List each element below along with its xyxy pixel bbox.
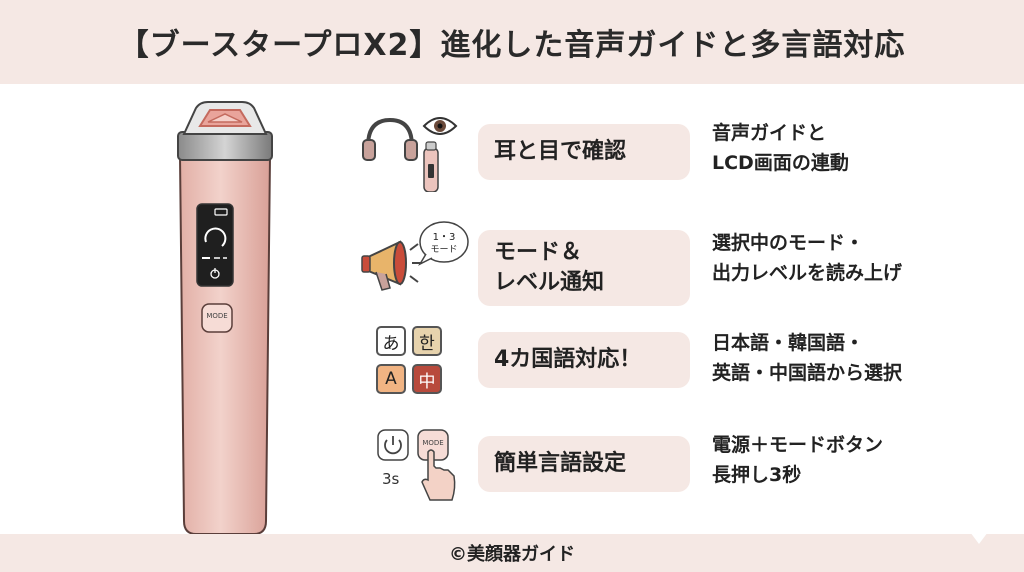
feature-description-line: 出力レベルを読み上げ	[712, 262, 903, 285]
feature-description: 電源＋モードボタン 長押し3秒	[712, 430, 883, 491]
device-mode-button-label: MODE	[206, 312, 228, 320]
feature-heading-pill: 簡単言語設定	[478, 436, 690, 492]
feature-row-listen-see: 耳と目で確認 音声ガイドと LCD画面の連動	[360, 112, 1000, 193]
footer-credit: ©美顔器ガイド	[449, 544, 575, 565]
footer-notch	[970, 532, 988, 544]
feature-description-line: 日本語・韓国語・	[712, 332, 865, 354]
feature-heading: レベル通知	[494, 270, 605, 295]
feature-row-language-setting: MODE 3s 簡単言語設定 電源＋モードボタン 長押し3秒	[360, 428, 1000, 508]
feature-description: 選択中のモード・ 出力レベルを読み上げ	[712, 228, 902, 289]
language-chip-english: A	[376, 364, 406, 394]
feature-heading: モード＆	[494, 240, 583, 266]
feature-description-line: 選択中のモード・	[712, 232, 865, 254]
feature-description-line: 電源＋モードボタン	[712, 434, 884, 456]
feature-row-mode-level: 1・3 モード モード＆ レベル通知 選択中のモード・ 出力レベルを読み上げ	[360, 218, 1000, 306]
headphones-eye-icon	[360, 112, 470, 193]
feature-description-line: LCD画面の連動	[712, 152, 849, 175]
mode-button-label: MODE	[422, 439, 444, 447]
language-chip-korean: 한	[412, 326, 442, 356]
device-illustration: MODE	[170, 96, 280, 536]
language-chip-japanese: あ	[376, 326, 406, 356]
footer-banner: ©美顔器ガイド	[0, 532, 1024, 572]
feature-heading-pill: モード＆ レベル通知	[478, 230, 690, 306]
megaphone-icon: 1・3 モード	[360, 218, 470, 298]
feature-heading-pill: 4カ国語対応！	[478, 332, 690, 388]
language-chip-chinese: 中	[412, 364, 442, 394]
bubble-text: 1・3	[432, 232, 456, 243]
language-chips-icon: あ 한 A 中	[360, 326, 470, 406]
page-title: 【ブースタープロX2】進化した音声ガイドと多言語対応	[118, 28, 906, 63]
power-mode-press-icon: MODE 3s	[360, 428, 470, 508]
feature-description-line: 長押し3秒	[712, 464, 802, 487]
feature-description: 音声ガイドと LCD画面の連動	[712, 118, 849, 179]
feature-heading-pill: 耳と目で確認	[478, 124, 690, 180]
feature-heading: 4カ国語対応！	[494, 347, 642, 373]
feature-description: 日本語・韓国語・ 英語・中国語から選択	[712, 328, 902, 389]
feature-description-line: 英語・中国語から選択	[712, 362, 903, 385]
feature-heading: 簡単言語設定	[494, 451, 627, 477]
hold-time-label: 3s	[382, 470, 400, 488]
feature-row-languages: あ 한 A 中 4カ国語対応！ 日本語・韓国語・ 英語・中国語から選択	[360, 326, 1000, 406]
title-banner: 【ブースタープロX2】進化した音声ガイドと多言語対応	[0, 0, 1024, 84]
feature-description-line: 音声ガイドと	[712, 122, 827, 144]
feature-heading: 耳と目で確認	[494, 139, 627, 165]
bubble-text: モード	[430, 245, 458, 255]
